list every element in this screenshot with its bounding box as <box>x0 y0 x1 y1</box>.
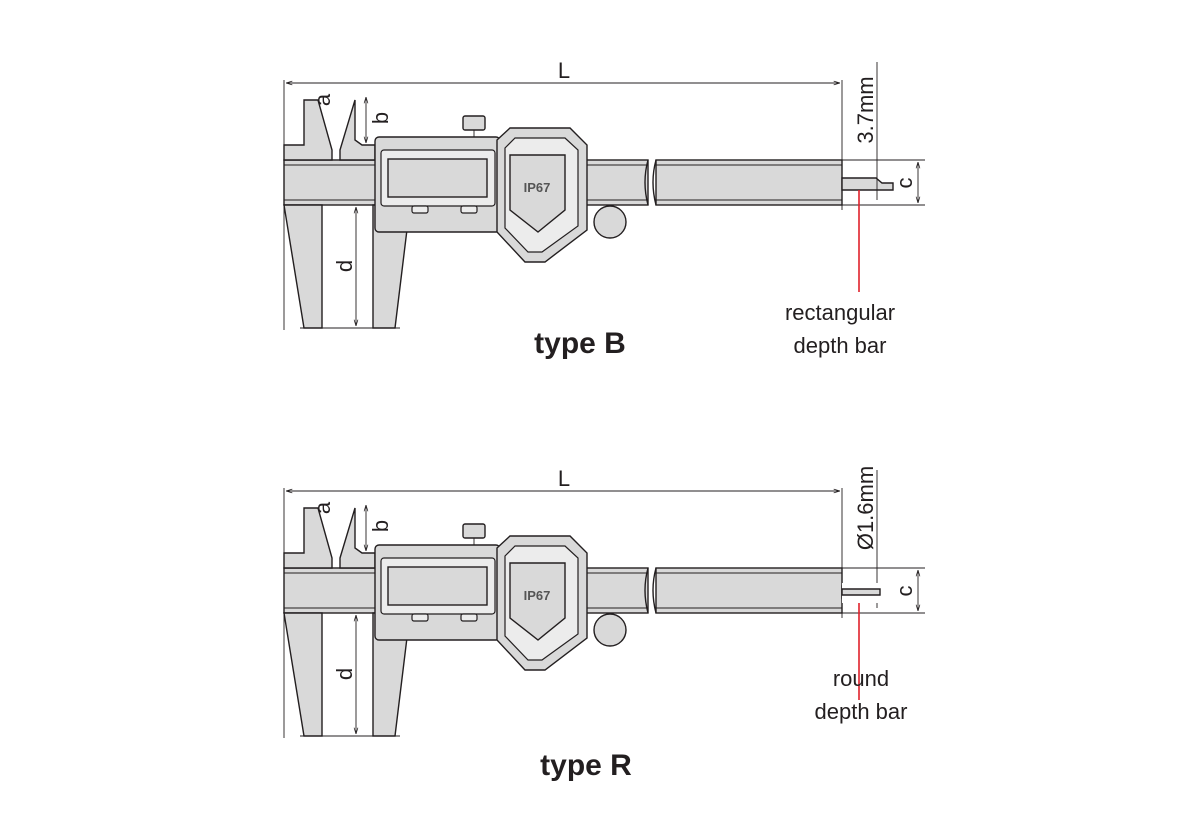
ip-rating-badge: IP67 <box>524 180 551 195</box>
callout-line-1: rectangular <box>785 300 895 325</box>
dim-b-label: b <box>368 112 393 124</box>
dim-c-label: c <box>892 178 917 189</box>
length-label: L <box>558 466 570 491</box>
ip-rating-badge: IP67 <box>524 588 551 603</box>
dim-b-label: b <box>368 520 393 532</box>
dim-d-label: d <box>332 260 357 272</box>
length-label: L <box>558 58 570 83</box>
dim-a-label: a <box>310 501 335 514</box>
caliper-type-b: IP67 L a b d c 3.7mm rectangular depth b… <box>284 58 925 360</box>
depth-bar-size: Ø1.6mm <box>853 466 878 550</box>
diagram-title: type R <box>540 749 632 782</box>
caliper-type-r: IP67 L a b d c Ø1.6mm round depth bar ty… <box>284 466 925 782</box>
callout-line-1: round <box>833 666 889 691</box>
dim-a-label: a <box>310 93 335 106</box>
depth-bar-size: 3.7mm <box>853 76 878 143</box>
callout-line-2: depth bar <box>794 333 887 358</box>
callout-line-2: depth bar <box>815 699 908 724</box>
dim-c-label: c <box>892 586 917 597</box>
diagram-title: type B <box>534 327 626 360</box>
dim-d-label: d <box>332 668 357 680</box>
